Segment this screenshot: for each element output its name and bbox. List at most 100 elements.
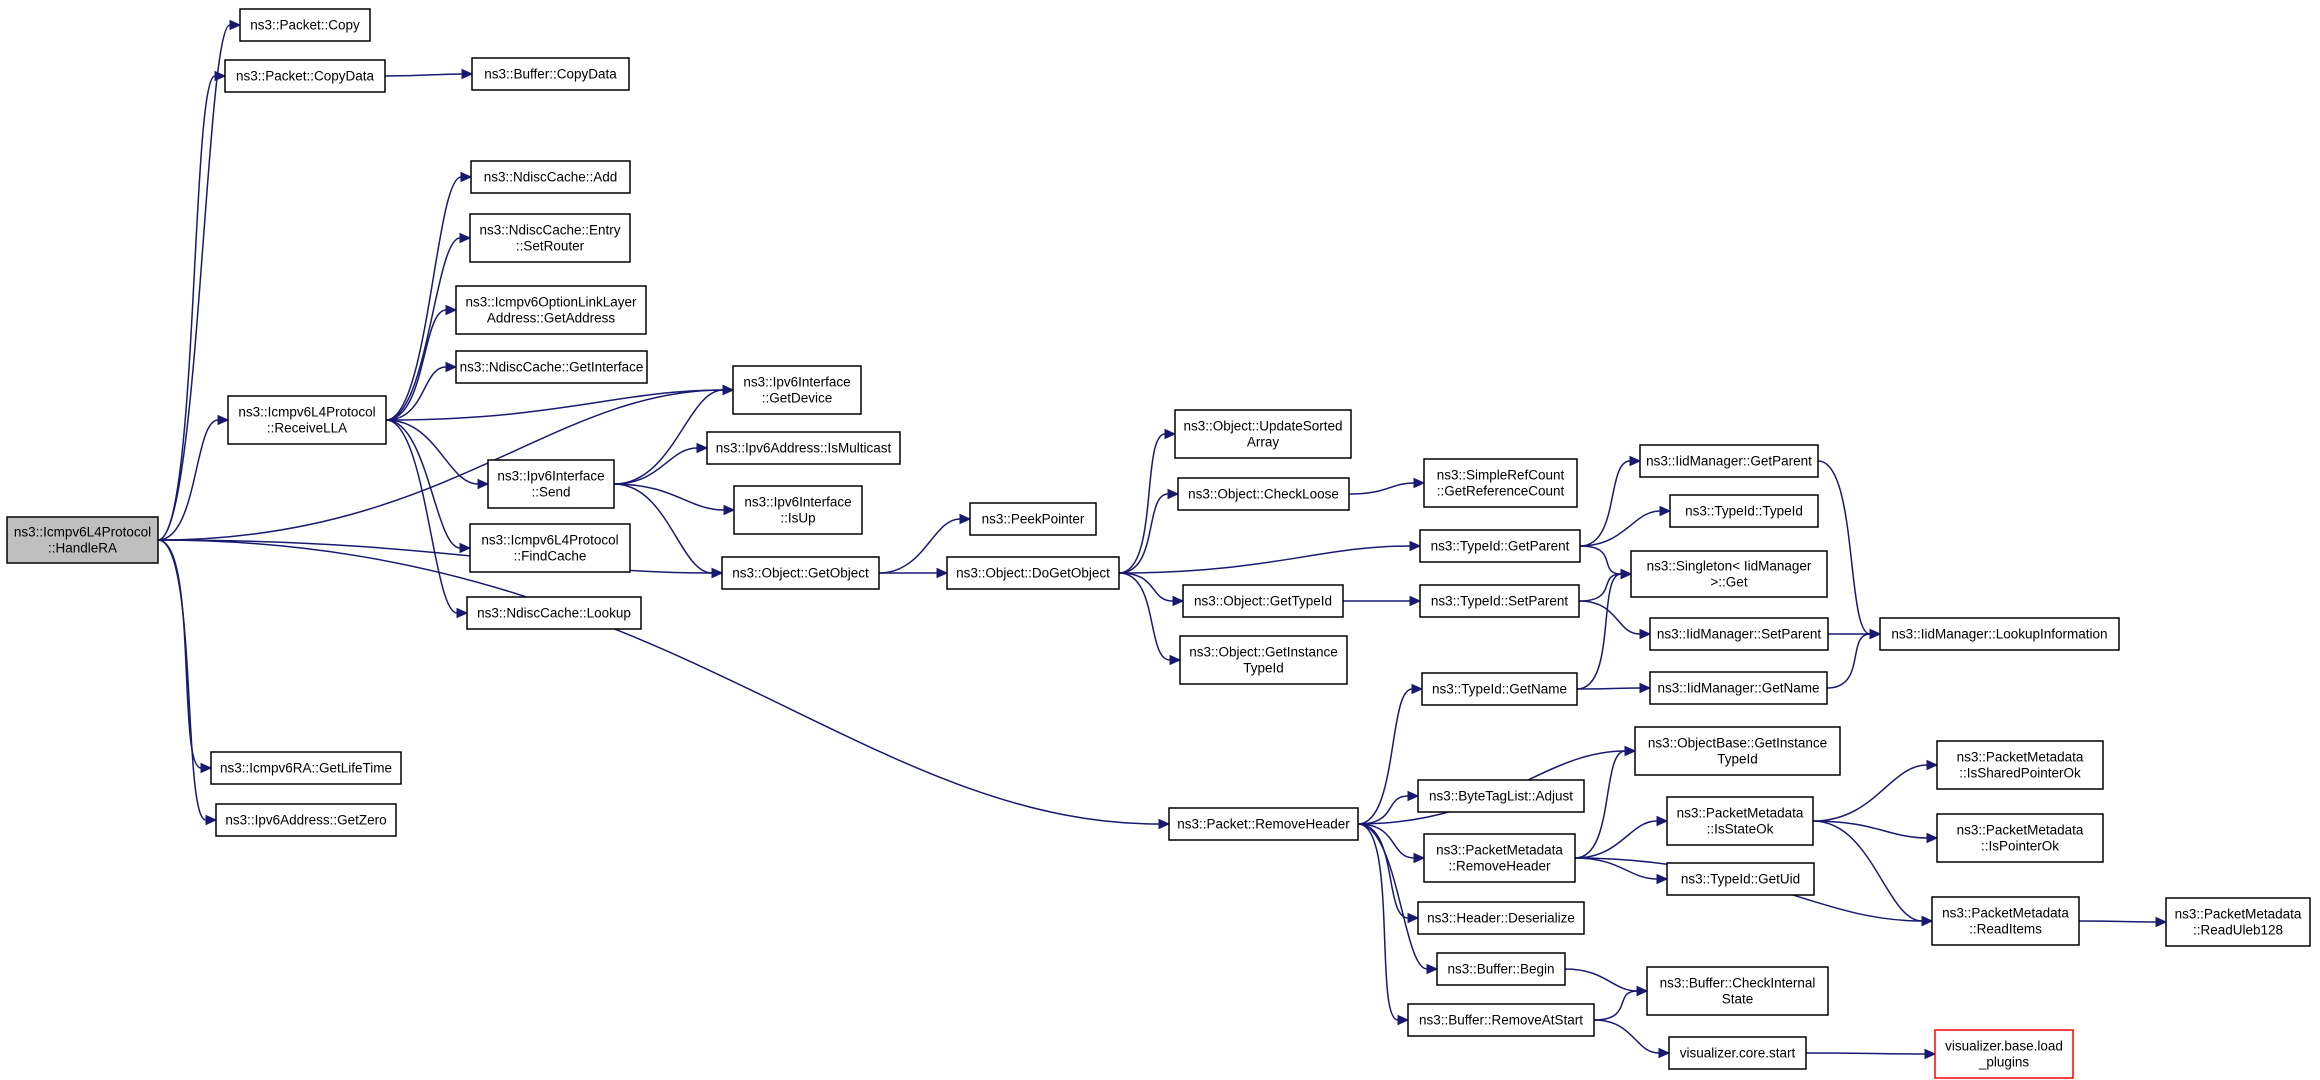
edge-pmremoveheader-to-isstateok [1574, 815, 1669, 859]
node-getobject[interactable]: ns3::Object::GetObject [721, 556, 880, 590]
node-headerdeserialize[interactable]: ns3::Header::Deserialize [1417, 901, 1585, 935]
node-readuleb[interactable]: ns3::PacketMetadata::ReadUleb128 [2165, 897, 2311, 947]
edge-line [1357, 823, 1399, 1021]
edge-getobject-to-peekpointer [878, 513, 972, 574]
edge-dogetobject-to-updatesorted [1118, 428, 1177, 574]
edge-receivella-to-getdevice [385, 384, 735, 421]
node-getaddress[interactable]: ns3::Icmpv6OptionLinkLayerAddress::GetAd… [455, 285, 647, 335]
node-isptrok[interactable]: ns3::PacketMetadata::IsPointerOk [1936, 813, 2104, 863]
edge-arrowhead [723, 504, 736, 516]
node-label-line: ns3::TypeId::TypeId [1685, 504, 1803, 519]
node-typeidgetname[interactable]: ns3::TypeId::GetName [1421, 672, 1578, 706]
node-copy[interactable]: ns3::Packet::Copy [239, 8, 371, 42]
node-typeidgetuid[interactable]: ns3::TypeId::GetUid [1666, 862, 1815, 896]
edge-vizcorestart-to-vizloadplugins [1805, 1048, 1937, 1060]
node-getrefcount[interactable]: ns3::SimpleRefCount::GetReferenceCount [1423, 458, 1578, 508]
node-box [946, 556, 1120, 590]
node-box [1668, 1036, 1807, 1070]
edge-root-to-getzero [157, 539, 218, 826]
node-receivella[interactable]: ns3::Icmpv6L4Protocol::ReceiveLLA [227, 395, 387, 445]
node-typeidgetparent[interactable]: ns3::TypeId::GetParent [1419, 529, 1581, 563]
node-isstateok[interactable]: ns3::PacketMetadata::IsStateOk [1666, 796, 1814, 846]
node-bufcopydata[interactable]: ns3::Buffer::CopyData [471, 57, 630, 91]
edge-receivella-to-setrouter [385, 232, 472, 421]
node-issharedptrok[interactable]: ns3::PacketMetadata::IsSharedPointerOk [1936, 740, 2104, 790]
node-iidgetparent[interactable]: ns3::IidManager::GetParent [1639, 444, 1819, 478]
node-box [721, 556, 880, 590]
node-bytetagadjust[interactable]: ns3::ByteTagList::Adjust [1417, 779, 1585, 813]
node-pmremoveheader[interactable]: ns3::PacketMetadata::RemoveHeader [1423, 833, 1576, 883]
node-setrouter[interactable]: ns3::NdiscCache::Entry::SetRouter [469, 213, 631, 263]
node-vizloadplugins[interactable]: visualizer.base.load_plugins [1934, 1029, 2074, 1079]
node-bufbegin[interactable]: ns3::Buffer::Begin [1436, 952, 1566, 986]
node-dogetobject[interactable]: ns3::Object::DoGetObject [946, 556, 1120, 590]
edge-arrowhead [445, 361, 458, 373]
node-objgettypeid[interactable]: ns3::Object::GetTypeId [1182, 584, 1344, 618]
node-box [210, 751, 402, 785]
node-box [471, 57, 630, 91]
node-peekpointer[interactable]: ns3::PeekPointer [969, 502, 1097, 536]
node-bufremoveatstart[interactable]: ns3::Buffer::RemoveAtStart [1407, 1003, 1595, 1037]
edge-line [1579, 545, 1622, 575]
node-label-line: visualizer.core.start [1680, 1046, 1796, 1061]
node-ndadd[interactable]: ns3::NdiscCache::Add [470, 160, 631, 194]
edge-line [1812, 820, 1923, 922]
node-label-line: ::IsPointerOk [1981, 839, 2059, 854]
edge-typeidgetname-to-iidgetname [1576, 682, 1652, 694]
node-box [1423, 833, 1576, 883]
edge-line [1579, 460, 1631, 547]
edge-receivella-to-getinterface [385, 361, 458, 421]
node-box [487, 459, 615, 509]
node-copydata[interactable]: ns3::Packet::CopyData [224, 59, 386, 93]
nodes-layer: ns3::Icmpv6L4Protocol::HandleRAns3::Pack… [6, 8, 2311, 1079]
node-box [733, 485, 863, 535]
node-box [1417, 779, 1585, 813]
node-label-line: ns3::Icmpv6L4Protocol [481, 533, 618, 548]
node-ismulticast[interactable]: ns3::Ipv6Address::IsMulticast [706, 431, 901, 465]
node-getlifetime[interactable]: ns3::Icmpv6RA::GetLifeTime [210, 751, 402, 785]
node-vizcorestart[interactable]: visualizer.core.start [1668, 1036, 1807, 1070]
node-label-line: ns3::SimpleRefCount [1437, 468, 1565, 483]
node-readitems[interactable]: ns3::PacketMetadata::ReadItems [1931, 896, 2080, 946]
node-label-line: ns3::TypeId::SetParent [1431, 594, 1569, 609]
node-removeheader[interactable]: ns3::Packet::RemoveHeader [1168, 807, 1359, 841]
node-iidsetparent[interactable]: ns3::IidManager::SetParent [1649, 617, 1829, 651]
node-label-line: ns3::Header::Deserialize [1427, 911, 1575, 926]
node-lookup[interactable]: ns3::NdiscCache::Lookup [466, 596, 642, 630]
node-label-line: ns3::NdiscCache::Entry [479, 223, 620, 238]
node-singletonget[interactable]: ns3::Singleton< IidManager >::Get [1630, 550, 1828, 598]
node-root[interactable]: ns3::Icmpv6L4Protocol::HandleRA [6, 516, 159, 564]
edge-arrowhead [459, 232, 472, 244]
node-box [1639, 444, 1819, 478]
edge-arrowhead [1164, 428, 1177, 440]
node-findcache[interactable]: ns3::Icmpv6L4Protocol::FindCache [469, 523, 631, 573]
edge-copydata-to-bufcopydata [384, 68, 474, 80]
edge-arrowhead [1629, 455, 1642, 467]
edge-line [878, 518, 961, 574]
node-box [1174, 409, 1352, 459]
node-iidgetname[interactable]: ns3::IidManager::GetName [1649, 671, 1828, 705]
node-label-line: ns3::IidManager::LookupInformation [1891, 627, 2107, 642]
node-isup[interactable]: ns3::Ipv6Interface::IsUp [733, 485, 863, 535]
node-typeidtypeid[interactable]: ns3::TypeId::TypeId [1669, 494, 1819, 528]
node-getzero[interactable]: ns3::Ipv6Address::GetZero [215, 803, 397, 837]
node-checkloose[interactable]: ns3::Object::CheckLoose [1177, 477, 1350, 511]
node-label-line: ns3::PacketMetadata [1957, 823, 2084, 838]
node-getinterface[interactable]: ns3::NdiscCache::GetInterface [455, 350, 648, 384]
node-lookupinfo[interactable]: ns3::IidManager::LookupInformation [1879, 617, 2120, 651]
edge-line [1357, 795, 1409, 825]
node-send[interactable]: ns3::Ipv6Interface::Send [487, 459, 615, 509]
node-box [1630, 550, 1828, 598]
edge-removeheader-to-headerdeserialize [1357, 823, 1420, 924]
edge-arrowhead [1656, 815, 1669, 827]
edge-line [385, 237, 461, 421]
edge-removeheader-to-bufbegin [1357, 823, 1439, 975]
node-label-line: ns3::Object::CheckLoose [1188, 487, 1339, 502]
node-label-line: ns3::Buffer::Begin [1447, 962, 1554, 977]
node-typeidsetparent[interactable]: ns3::TypeId::SetParent [1419, 584, 1580, 618]
node-getdevice[interactable]: ns3::Ipv6Interface::GetDevice [732, 365, 862, 415]
